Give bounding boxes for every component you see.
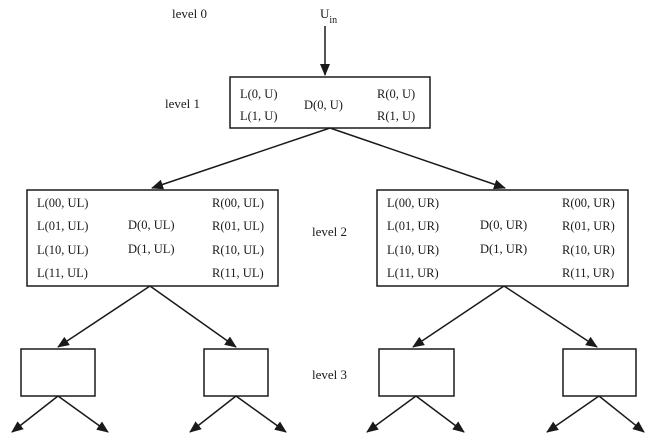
arrow-l3-1-right	[235, 395, 287, 433]
level-2-right-center-0: D(0, UR)	[480, 218, 527, 232]
level-3-node-3	[562, 348, 637, 397]
level-2-left-right-2: R(10, UL)	[212, 243, 264, 257]
level-2-left-left-2: L(10, UL)	[37, 243, 88, 257]
level-2-left-center-0: D(0, UL)	[128, 218, 175, 232]
arrow-l1-to-l2-left	[151, 127, 331, 190]
level-3-node-1	[203, 348, 269, 397]
level-2-right-node	[376, 189, 629, 287]
level-2-left-left-0: L(00, UL)	[37, 196, 88, 210]
input-subscript: in	[329, 15, 337, 26]
arrow-l1-to-l2-right	[329, 127, 506, 190]
arrow-l2l-to-l3-0	[57, 285, 151, 348]
level-2-right-right-0: R(00, UR)	[562, 196, 615, 210]
level-2-right-left-0: L(00, UR)	[387, 196, 439, 210]
arrow-l3-0-right	[57, 395, 109, 433]
arrow-l2l-to-l3-1	[149, 285, 237, 348]
level-3-node-0	[20, 348, 96, 397]
arrow-l3-3-left	[546, 395, 600, 433]
level-1-right-1: R(1, U)	[377, 109, 415, 123]
level-1-left-0: L(0, U)	[240, 87, 278, 101]
arrow-l3-3-right	[598, 395, 645, 433]
input-signal-label: Uin	[320, 6, 337, 26]
level-1-left-1: L(1, U)	[240, 109, 278, 123]
level-1-center-0: D(0, U)	[304, 98, 343, 112]
arrow-l2r-to-l3-2	[412, 285, 505, 348]
level-2-right-left-2: L(10, UR)	[387, 243, 439, 257]
level-1-label: level 1	[165, 96, 200, 111]
level-2-right-left-1: L(01, UR)	[387, 219, 439, 233]
level-2-label: level 2	[312, 224, 347, 239]
level-2-left-left-1: L(01, UL)	[37, 219, 88, 233]
level-2-left-right-3: R(11, UL)	[212, 266, 264, 280]
level-3-label: level 3	[312, 367, 347, 382]
level-2-left-center-1: D(1, UL)	[128, 242, 175, 256]
level-2-left-right-1: R(01, UL)	[212, 219, 264, 233]
level-2-right-right-2: R(10, UR)	[562, 243, 615, 257]
level-2-right-right-1: R(01, UR)	[562, 219, 615, 233]
level-2-right-right-3: R(11, UR)	[562, 266, 614, 280]
arrow-l3-2-left	[366, 395, 417, 433]
level-2-left-node	[26, 189, 279, 287]
input-main: U	[320, 6, 330, 21]
level-2-right-center-1: D(1, UR)	[480, 242, 527, 256]
level-2-left-right-0: R(00, UL)	[212, 196, 264, 210]
level-0-label: level 0	[172, 6, 207, 21]
arrow-l3-1-left	[189, 395, 237, 433]
arrow-l2r-to-l3-3	[503, 285, 598, 348]
level-2-right-left-3: L(11, UR)	[387, 266, 439, 280]
arrow-l3-0-left	[11, 395, 59, 433]
arrow-l3-2-right	[415, 395, 465, 433]
level-2-left-left-3: L(11, UL)	[37, 266, 88, 280]
level-3-node-2	[378, 348, 455, 397]
level-1-right-0: R(0, U)	[377, 87, 415, 101]
